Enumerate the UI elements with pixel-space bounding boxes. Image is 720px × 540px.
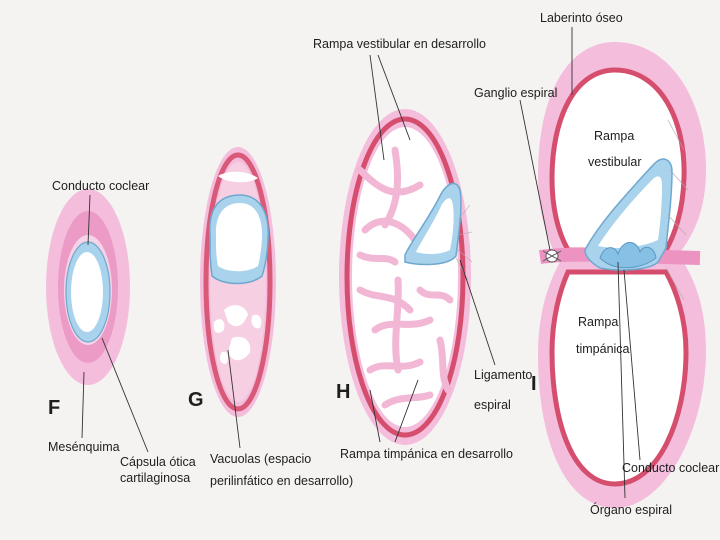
stage-i-duct-lumen (598, 176, 662, 248)
fiber (665, 267, 685, 301)
stage-f-duct-lumen (71, 252, 103, 332)
leader-conducto-coclear-f (87, 194, 91, 246)
trabecula (392, 276, 402, 374)
stage-h-perilymphatic-space (352, 127, 458, 427)
label-ganglio-espiral: Ganglio espiral (474, 86, 557, 100)
label-rampa-timpanica-line1: Rampa (578, 315, 618, 329)
stage-f-structure (46, 189, 130, 385)
label-ligamento-line1: Ligamento (474, 368, 532, 382)
stage-letter-g: G (188, 389, 204, 411)
trabecula (356, 286, 414, 314)
fiber (667, 214, 687, 236)
label-ligamento-line2: espiral (474, 398, 511, 412)
fiber (457, 204, 471, 221)
ganglion-fiber (542, 250, 562, 262)
vacuole (219, 351, 229, 364)
fiber (667, 119, 685, 151)
stage-g-duct-lumen (215, 203, 263, 272)
trabecula (356, 251, 399, 266)
label-capsula-line1: Cápsula ótica (120, 455, 196, 469)
leader-ligamento (459, 259, 496, 366)
label-vacuolas-line2: perilinfático en desarrollo) (210, 474, 353, 488)
trabecula (371, 316, 434, 334)
fiber (457, 231, 473, 236)
vacuole (213, 319, 225, 333)
leader-ganglio (519, 99, 551, 251)
fiber (669, 169, 689, 191)
stage-h-structure (339, 109, 473, 445)
label-conducto-coclear-i: Conducto coclear (622, 461, 719, 475)
fiber (457, 249, 473, 263)
stage-letter-i: I (531, 373, 537, 395)
label-rampa-vestibular-line1: Rampa (594, 129, 634, 143)
stage-g-vacuoles (213, 171, 262, 364)
vacuole (251, 314, 262, 329)
stage-h-duct-lumen (416, 198, 454, 255)
label-rampa-vestibular-line2: vestibular (588, 155, 642, 169)
trabecula (436, 336, 452, 394)
leader-rampa-vestibular-2 (377, 54, 411, 141)
label-rampa-timpanica-line2: timpánica (576, 342, 630, 356)
label-vacuolas-line1: Vacuolas (espacio (210, 452, 311, 466)
trabecula (366, 358, 424, 374)
stage-i-scala-tympani (549, 269, 689, 487)
trabecula (381, 391, 434, 409)
leader-capsula (101, 337, 149, 453)
vacuole (228, 336, 251, 361)
trabecula (356, 166, 424, 196)
leader-rampa-timpanica-1 (369, 389, 381, 443)
leader-rampa-timpanica-2 (394, 379, 419, 443)
label-rampa-timpanica-desarrollo: Rampa timpánica en desarrollo (340, 447, 513, 461)
stage-letter-f: F (48, 397, 60, 419)
vacuole (224, 305, 248, 327)
leader-organo-espiral (617, 261, 626, 499)
stage-i-spiral-ganglion (542, 249, 562, 263)
stage-h-trabeculae (356, 146, 454, 409)
leader-conducto-coclear-i (623, 269, 641, 461)
label-capsula-line2: cartilaginosa (120, 471, 190, 485)
leader-lines (81, 27, 641, 499)
label-conducto-coclear-f: Conducto coclear (52, 179, 149, 193)
leader-rampa-vestibular-1 (369, 54, 385, 161)
fiber (455, 257, 469, 281)
label-laberinto-oseo: Laberinto óseo (540, 11, 623, 25)
stage-h-cartilage-band (344, 116, 466, 438)
stage-i-fibers (665, 119, 689, 301)
leader-mesenquima (81, 371, 85, 439)
vacuole (218, 171, 258, 183)
label-mesenquima: Mesénquima (48, 440, 120, 454)
label-organo-espiral: Órgano espiral (590, 502, 672, 517)
trabecula (381, 146, 402, 229)
stage-i-structure (538, 42, 706, 508)
stage-letter-h: H (336, 381, 350, 403)
stage-i-organ-of-corti (599, 242, 657, 269)
stage-g-structure (200, 147, 276, 417)
stage-h-fibers (455, 204, 473, 281)
leader-vacuolas (227, 349, 241, 449)
stage-g-cartilage-band (203, 152, 273, 412)
trabecula (416, 286, 454, 304)
label-rampa-vestibular-desarrollo: Rampa vestibular en desarrollo (313, 37, 486, 51)
